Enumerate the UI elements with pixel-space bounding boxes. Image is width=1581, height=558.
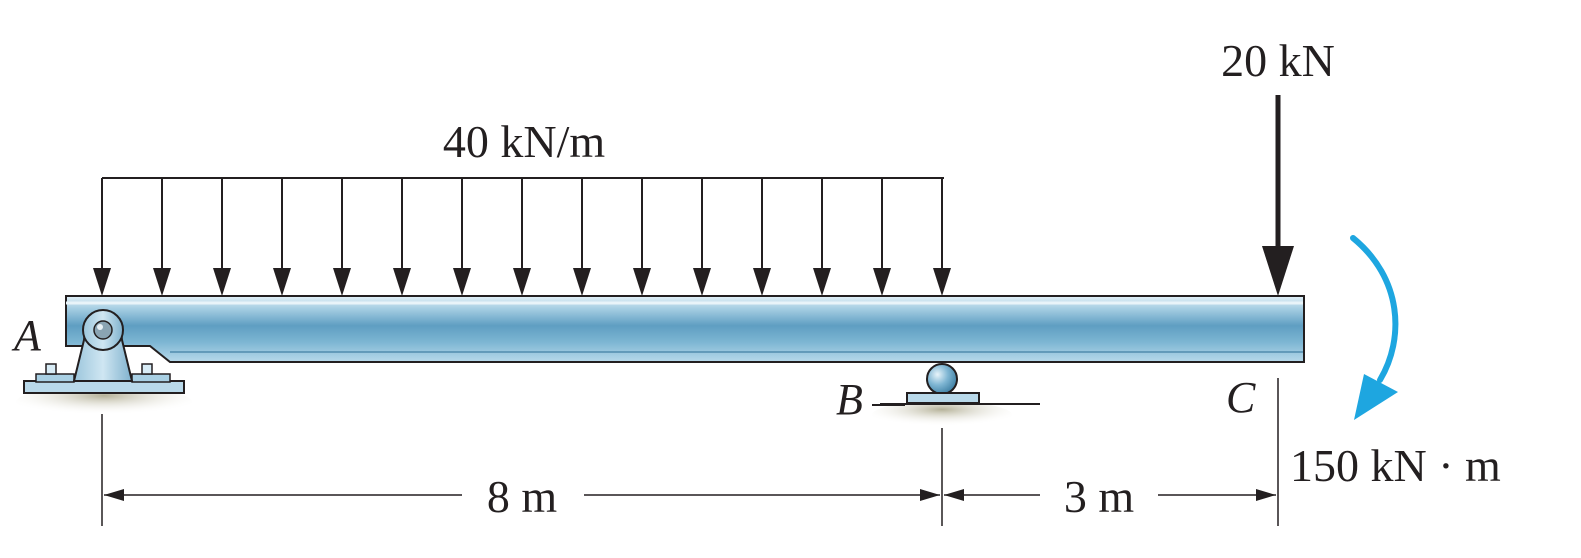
distributed-load-arrowhead [453, 268, 471, 296]
distributed-load-arrowhead [813, 268, 831, 296]
clockwise-moment-arrow-icon [1350, 235, 1399, 383]
distributed-load-arrowhead [273, 268, 291, 296]
distributed-load-arrowhead [933, 268, 951, 296]
dim-arrowhead-ab-left [104, 489, 124, 501]
distributed-load-label: 40 kN/m [443, 116, 606, 167]
distributed-load-arrowhead [633, 268, 651, 296]
moment-arrowhead [1354, 374, 1398, 420]
distributed-load-arrowhead [693, 268, 711, 296]
distributed-load-arrowhead [753, 268, 771, 296]
pin-support-icon [23, 309, 185, 394]
distributed-load-arrowhead [153, 268, 171, 296]
point-load-arrowhead [1262, 246, 1294, 296]
point-a-label: A [11, 311, 42, 360]
point-c-label: C [1226, 373, 1256, 422]
distributed-load-arrowhead [213, 268, 231, 296]
span-bc-label: 3 m [1064, 471, 1135, 522]
point-b-label: B [836, 375, 863, 424]
dim-arrowhead-bc-right [1256, 489, 1276, 501]
dim-arrowhead-bc-left [944, 489, 964, 501]
distributed-load-arrowhead [93, 268, 111, 296]
distributed-load-arrows [93, 178, 951, 296]
distributed-load-arrowhead [393, 268, 411, 296]
roller-support-icon [880, 363, 1040, 405]
beam [65, 295, 1305, 363]
distributed-load-arrowhead [573, 268, 591, 296]
ground-shadow-b [872, 401, 1012, 429]
span-ab-label: 8 m [487, 471, 558, 522]
point-load-label: 20 kN [1221, 35, 1335, 86]
distributed-load-arrowhead [333, 268, 351, 296]
distributed-load-arrowhead [513, 268, 531, 296]
moment-label: 150 kN · m [1290, 440, 1501, 491]
dim-arrowhead-ab-right [920, 489, 940, 501]
distributed-load-arrowhead [873, 268, 891, 296]
